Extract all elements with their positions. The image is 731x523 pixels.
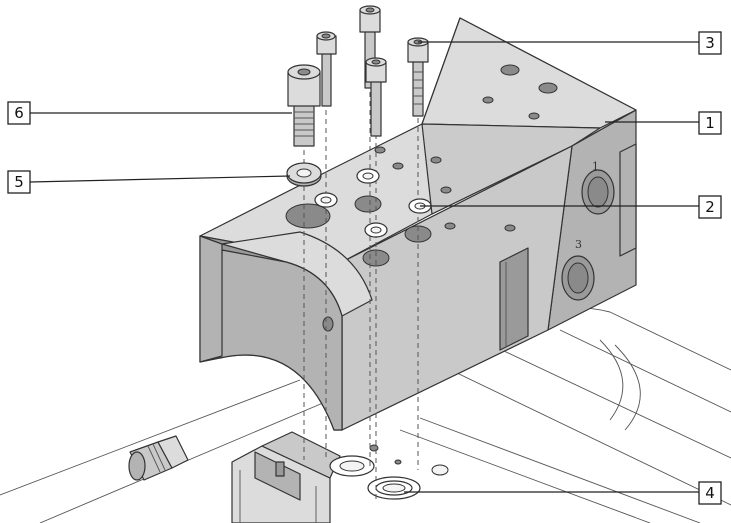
base-seals bbox=[329, 444, 449, 500]
callout-5: 5 bbox=[7, 170, 291, 194]
pneumatic-fitting bbox=[128, 435, 189, 481]
callout-2: 2 bbox=[420, 195, 722, 219]
callout-3: 3 bbox=[418, 31, 722, 55]
callout-label-4: 4 bbox=[705, 484, 715, 502]
port-label-3: 3 bbox=[575, 238, 582, 251]
callout-label-2: 2 bbox=[705, 198, 715, 216]
port-label-1: 1 bbox=[592, 160, 599, 173]
callout-label-5: 5 bbox=[14, 173, 24, 191]
callout-label-3: 3 bbox=[705, 34, 715, 52]
callout-6: 6 bbox=[7, 101, 292, 125]
callout-1: 1 bbox=[605, 111, 722, 135]
washer bbox=[286, 162, 322, 187]
callout-label-1: 1 bbox=[705, 114, 715, 132]
callout-4: 4 bbox=[404, 481, 722, 505]
assembly-lines bbox=[303, 56, 419, 500]
callout-label-6: 6 bbox=[14, 104, 24, 122]
screws bbox=[287, 5, 429, 147]
solenoid-body bbox=[231, 431, 341, 523]
top-seals bbox=[314, 168, 432, 238]
